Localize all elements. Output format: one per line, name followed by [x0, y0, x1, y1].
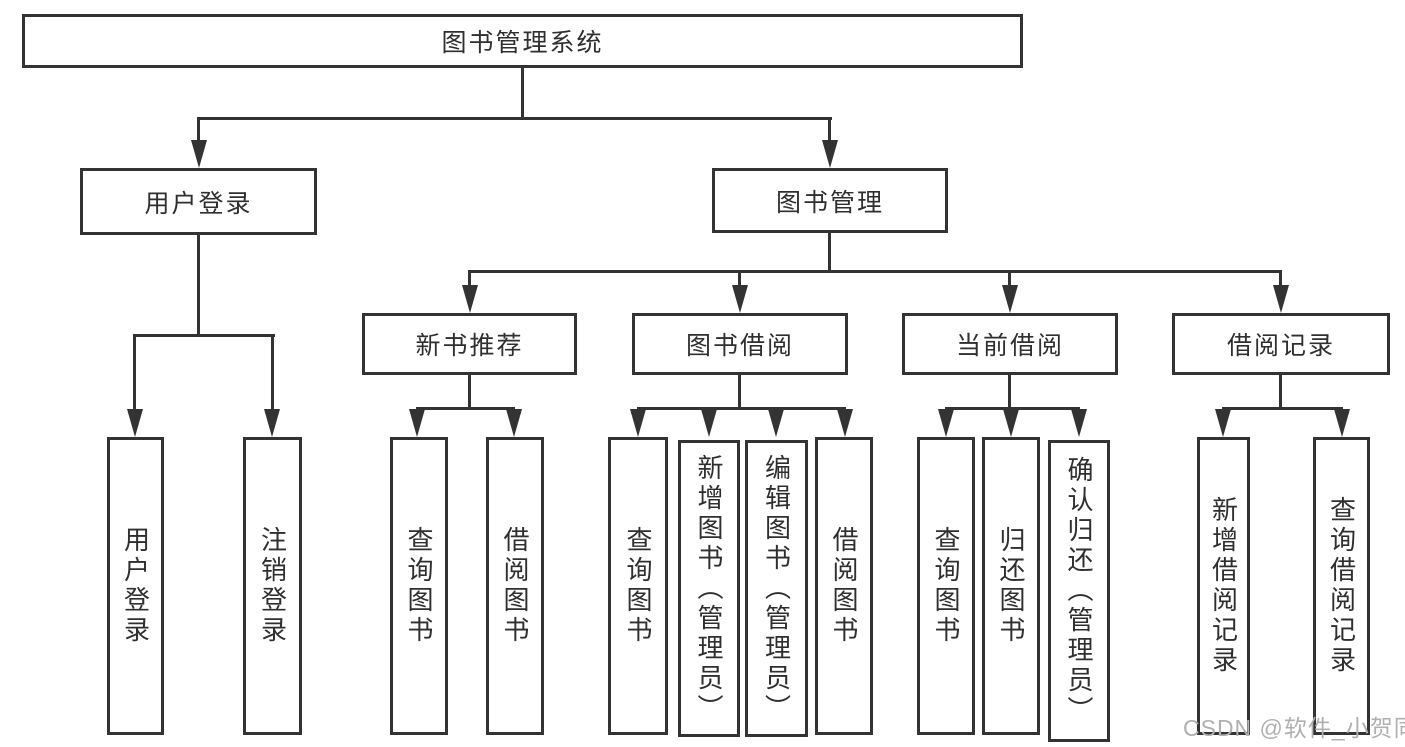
node-new-book-rec-label: 新书推荐: [415, 332, 524, 360]
connector-level2-branch: [469, 270, 1282, 273]
node-root: 图书管理系统: [22, 14, 1023, 68]
arrow-down-icon: [409, 409, 425, 437]
arrow-down-icon: [732, 285, 748, 313]
node-leaf-user-login: 用户登录: [107, 437, 164, 735]
node-root-label: 图书管理系统: [441, 29, 604, 57]
node-current-borrow: 当前借阅: [902, 313, 1118, 375]
connector-drop-leaf-logout: [271, 334, 274, 411]
node-cb-return-books-label: 归还图书: [996, 526, 1026, 646]
arrow-down-icon: [1003, 409, 1019, 437]
connector-drop-current-borrow: [1008, 270, 1011, 288]
connector-level1-branch: [198, 117, 832, 120]
node-cb-query-books: 查询图书: [917, 437, 975, 735]
node-cb-query-books-label: 查询图书: [931, 526, 961, 646]
arrow-down-icon: [264, 409, 280, 437]
connector-current-borrow-branch: [945, 407, 1080, 410]
node-bb-query-books-label: 查询图书: [623, 526, 653, 646]
node-current-borrow-label: 当前借阅: [955, 332, 1064, 360]
arrow-down-icon: [701, 409, 717, 437]
node-book-management: 图书管理: [712, 168, 948, 233]
arrow-down-icon: [1215, 409, 1231, 437]
node-book-borrow-label: 图书借阅: [685, 332, 794, 360]
connector-drop-book-borrow: [738, 270, 741, 288]
connector-drop-book-management: [828, 117, 831, 145]
arrow-down-icon: [506, 409, 522, 437]
connector-borrow-records-stem: [1279, 375, 1282, 409]
connector-drop-new-book-rec: [468, 270, 471, 288]
node-nbr-borrow-books-label: 借阅图书: [500, 526, 530, 646]
arrow-down-icon: [462, 285, 478, 313]
node-br-query-record-label: 查询借阅记录: [1326, 496, 1357, 676]
connector-current-borrow-stem: [1008, 375, 1011, 409]
connector-user-login-stem: [197, 234, 200, 336]
arrow-down-icon: [127, 409, 143, 437]
node-br-query-record: 查询借阅记录: [1313, 437, 1370, 735]
connector-new-book-rec-branch: [416, 407, 515, 410]
node-bb-edit-books: 编辑图书（管理员）: [745, 440, 808, 737]
arrow-down-icon: [1273, 285, 1289, 313]
arrow-down-icon: [1002, 285, 1018, 313]
node-nbr-query-books: 查询图书: [390, 437, 448, 735]
node-cb-confirm-return-label: 确认归还（管理员）: [1064, 456, 1094, 726]
node-leaf-user-login-label: 用户登录: [120, 526, 151, 646]
node-new-book-rec: 新书推荐: [362, 313, 577, 375]
arrow-down-icon: [630, 409, 646, 437]
connector-drop-user-login: [197, 117, 200, 145]
node-bb-borrow-books: 借阅图书: [815, 437, 873, 735]
node-bb-add-books-label: 新增图书（管理员）: [694, 453, 724, 724]
connector-drop-leaf-user-login: [133, 334, 136, 411]
node-book-borrow: 图书借阅: [632, 313, 848, 375]
node-br-add-record: 新增借阅记录: [1197, 437, 1250, 735]
connector-new-book-rec-stem: [468, 375, 471, 409]
node-nbr-borrow-books: 借阅图书: [486, 437, 544, 735]
arrow-down-icon: [1071, 409, 1087, 437]
node-bb-add-books: 新增图书（管理员）: [678, 440, 740, 737]
arrow-down-icon: [768, 409, 784, 437]
node-bb-edit-books-label: 编辑图书（管理员）: [761, 453, 792, 724]
node-cb-return-books: 归还图书: [982, 437, 1040, 735]
connector-root-stem: [521, 67, 524, 120]
node-leaf-logout: 注销登录: [243, 437, 302, 735]
node-nbr-query-books-label: 查询图书: [404, 526, 434, 646]
arrow-down-icon: [1334, 409, 1350, 437]
arrow-down-icon: [837, 409, 853, 437]
arrow-down-icon: [938, 409, 954, 437]
node-user-login-label: 用户登录: [144, 189, 253, 218]
connector-borrow-records-branch: [1222, 407, 1343, 410]
arrow-down-icon: [191, 140, 207, 168]
node-book-management-label: 图书管理: [775, 188, 884, 217]
node-leaf-logout-label: 注销登录: [257, 526, 288, 646]
connector-book-management-stem: [828, 232, 831, 273]
connector-book-borrow-branch: [637, 407, 846, 410]
node-br-add-record-label: 新增借阅记录: [1208, 496, 1239, 676]
node-borrow-records-label: 借阅记录: [1226, 332, 1335, 360]
csdn-watermark: CSDN @软件_小贺同学: [1183, 715, 1405, 741]
node-bb-borrow-books-label: 借阅图书: [829, 526, 859, 646]
node-borrow-records: 借阅记录: [1172, 313, 1390, 375]
connector-user-login-branch: [134, 334, 275, 337]
node-user-login: 用户登录: [80, 168, 317, 235]
arrow-down-icon: [822, 140, 838, 168]
connector-book-borrow-stem: [738, 375, 741, 409]
node-bb-query-books: 查询图书: [608, 437, 668, 735]
connector-drop-borrow-records: [1279, 270, 1282, 288]
node-cb-confirm-return: 确认归还（管理员）: [1048, 440, 1110, 742]
